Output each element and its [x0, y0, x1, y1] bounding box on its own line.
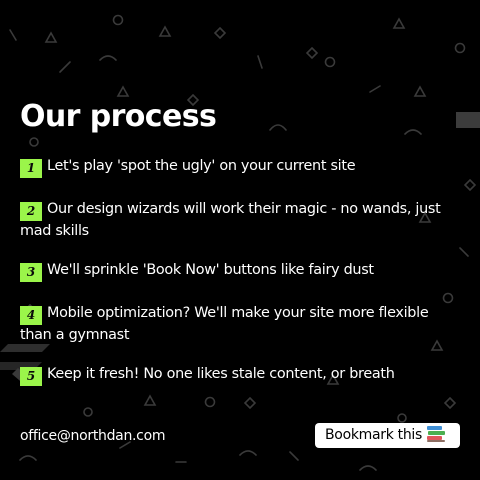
bookmark-label: Bookmark this: [325, 427, 423, 443]
books-icon: [427, 426, 446, 442]
step-number-badge: 1: [20, 159, 42, 178]
bookmark-button[interactable]: Bookmark this: [315, 423, 460, 448]
step-number-badge: 5: [20, 367, 42, 386]
contact-email[interactable]: office@northdan.com: [20, 428, 166, 444]
step-text: Keep it fresh! No one likes stale conten…: [47, 366, 395, 382]
step-number-badge: 4: [20, 306, 42, 325]
process-steps-list: 1 Let's play 'spot the ugly' on your curr…: [20, 153, 460, 386]
step-number-badge: 2: [20, 202, 42, 221]
step-text: Mobile optimization? We'll make your sit…: [20, 305, 429, 343]
process-step: 3 We'll sprinkle 'Book Now' buttons like …: [20, 260, 460, 282]
step-number-badge: 3: [20, 263, 42, 282]
page-title: Our process: [20, 99, 217, 134]
process-step: 5 Keep it fresh! No one likes stale conte…: [20, 364, 460, 386]
step-text: Our design wizards will work their magic…: [20, 201, 441, 239]
step-text: Let's play 'spot the ugly' on your curre…: [47, 158, 356, 174]
process-step: 1 Let's play 'spot the ugly' on your curr…: [20, 156, 460, 178]
step-text: We'll sprinkle 'Book Now' buttons like f…: [47, 262, 374, 278]
